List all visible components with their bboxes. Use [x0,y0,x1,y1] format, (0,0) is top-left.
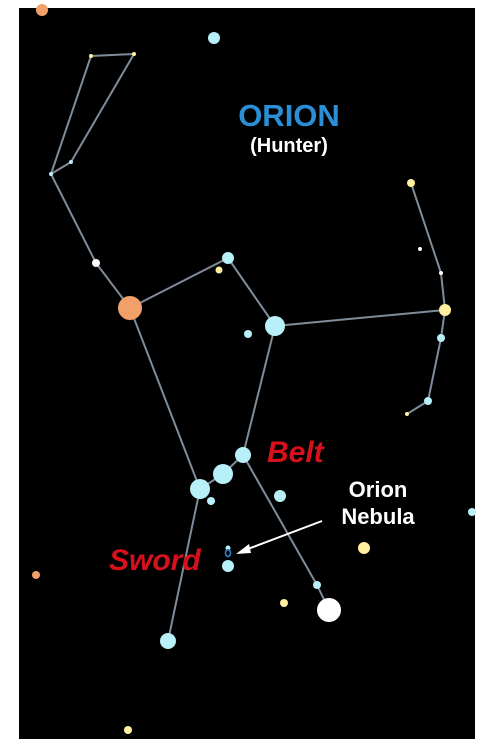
star-midRight [274,490,286,502]
star-field5 [32,571,40,579]
star-saiph [160,633,176,649]
star-bellatrix [265,316,285,336]
constellation-line [70,53,135,163]
star-club2 [132,52,136,56]
constellation-line [50,55,92,175]
star-alnitakSat [207,497,215,505]
star-alnitak [190,479,210,499]
constellation-line [242,454,318,586]
star-betelgeuse [118,296,142,320]
constellation-line [50,173,97,264]
star-shield1 [407,179,415,187]
star-club3 [69,160,73,164]
constellation-line [242,325,276,456]
nebula-arrow [236,520,323,554]
constellation-line [129,257,229,309]
star-shield5 [437,334,445,342]
nebula-arrow-head [236,544,251,554]
constellation-line [274,309,446,327]
orion-nebula-label-line1: Orion [349,477,408,502]
constellation-line [227,257,276,327]
star-arm [92,259,100,267]
star-field6 [280,599,288,607]
star-club1 [89,54,93,58]
star-shoulderb [244,330,252,338]
star-field4 [358,542,370,554]
star-shield6 [424,397,432,405]
orion-nebula-label-line2: Nebula [341,504,415,529]
star-mintaka [235,447,251,463]
star-field1 [208,32,220,44]
sky-background: ORION (Hunter) Belt Sword Orion Nebula [19,4,476,739]
belt-label: Belt [267,436,326,469]
stars [32,4,476,734]
star-field3 [468,508,476,516]
star-meissa [222,252,234,264]
star-meissa2 [215,266,223,274]
star-swordMid [222,560,234,572]
constellation-line [50,161,72,175]
star-shield2 [418,247,422,251]
constellation-line [440,272,446,311]
star-rigel [317,598,341,622]
orion-nebula-marker [224,548,232,558]
star-field7 [124,726,132,734]
star-kneeRight [313,581,321,589]
constellation-title: ORION [238,98,340,133]
constellation-line [406,400,429,415]
sword-label: Sword [109,544,201,577]
constellation-line [427,337,442,402]
constellation-line [410,182,442,274]
star-shield4 [439,304,451,316]
constellation-line [129,307,201,490]
star-alnilam [213,464,233,484]
star-club4 [49,172,53,176]
star-shield3 [439,271,443,275]
star-shield7 [405,412,409,416]
star-field2 [36,4,48,16]
nebula-arrow-shaft [239,520,323,553]
constellation-subtitle: (Hunter) [250,135,328,157]
constellation-line [167,488,201,642]
constellation-line [90,53,135,57]
